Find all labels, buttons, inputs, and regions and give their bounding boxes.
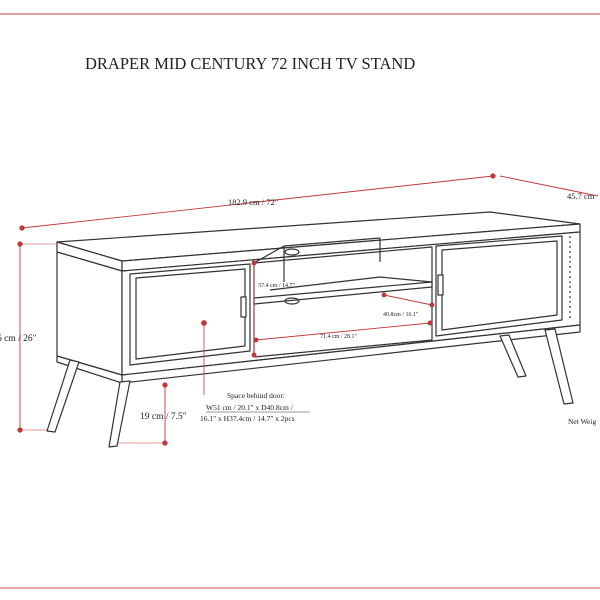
depth-label: 45.7 cm [567, 191, 595, 201]
shelf-back-edge [269, 276, 433, 291]
dimension-labels: 182.9 cm / 72" 45.7 cm 6 cm / 26" 37.4 c… [0, 191, 596, 426]
inner-width-marker-left [253, 337, 259, 343]
tv-stand-drawing [46, 211, 581, 448]
inner-width-marker-right [427, 320, 433, 326]
leg-back-right [499, 334, 527, 378]
cable-hole-upper [284, 248, 300, 256]
compartment-back [283, 237, 381, 262]
right-door-inner [441, 240, 558, 331]
shelf-height-label: 37.4 cm / 14.7" [258, 283, 295, 289]
leg-height-label: 19 cm / 7.5" [140, 412, 187, 422]
space-behind-door-note: Space behind door: W51 cm / 20.1" x D40.… [200, 391, 295, 423]
left-door [129, 263, 251, 366]
left-door-handle [240, 296, 247, 318]
inner-width-dimension-line [255, 322, 431, 341]
inner-depth-dimension-line [383, 294, 433, 306]
space-behind-door-heading: Space behind door: [227, 391, 285, 400]
inner-width-label: 71.4 cm / 28.1" [320, 334, 357, 340]
diagram-title: DRAPER MID CENTURY 72 INCH TV STAND [85, 54, 415, 73]
dimension-lines [17, 173, 599, 446]
shelf-height-marker-bottom [251, 352, 257, 358]
inner-depth-marker-left [381, 292, 387, 298]
inner-depth-label: 40.8cm / 16.1" [383, 312, 419, 318]
height-label: 6 cm / 26" [0, 334, 37, 344]
width-label: 182.9 cm / 72" [228, 197, 278, 207]
door-space-marker [201, 320, 207, 326]
compartment-depth-edge-1 [253, 245, 285, 264]
space-behind-door-line1: W51 cm / 20.1" x D40.8cm / [206, 403, 294, 412]
leg-front-right [544, 328, 574, 405]
width-marker-left [19, 225, 25, 231]
width-dimension-line [21, 175, 494, 229]
shelf-height-marker-top [251, 260, 257, 266]
space-behind-door-line2: 16.1" x H37.4cm / 14.7" x 2pcs [200, 414, 295, 423]
cable-hole-lower [284, 297, 300, 305]
leg-back-left [46, 359, 80, 433]
inner-depth-marker-right [429, 302, 435, 308]
body-left-side [56, 251, 123, 376]
right-door-handle [437, 274, 444, 296]
net-weight-label: Net Weig [568, 417, 596, 426]
left-door-inner [135, 268, 246, 360]
leg-height-marker-top [162, 382, 168, 388]
leg-front-left [108, 380, 131, 448]
width-marker-right [490, 173, 496, 179]
depth-dimension-line [499, 175, 599, 197]
right-door [435, 235, 563, 337]
